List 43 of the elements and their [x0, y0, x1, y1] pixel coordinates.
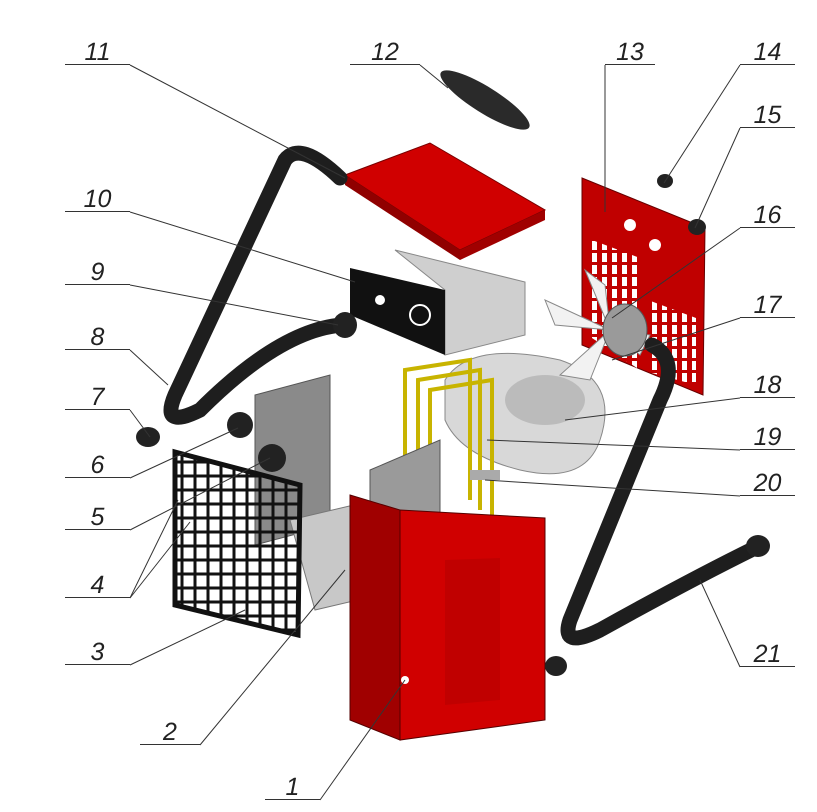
leader-line [130, 428, 238, 478]
callout-number: 3 [90, 639, 104, 665]
callout-number: 17 [754, 292, 782, 318]
leader-line [486, 440, 740, 450]
leader-line [420, 64, 448, 88]
leader-line [130, 610, 246, 666]
leader-line [612, 318, 740, 360]
leader-line [130, 212, 356, 282]
leader-line [200, 570, 346, 746]
callout-number: 15 [754, 102, 782, 128]
callout-number: 18 [754, 372, 782, 398]
leader-line [130, 500, 178, 598]
leader-line [612, 228, 740, 318]
leader-line [564, 398, 740, 420]
leader-line [700, 580, 740, 668]
callout-number: 19 [754, 424, 782, 450]
callout-number: 10 [84, 186, 112, 212]
leader-line [130, 410, 150, 438]
leader-line [320, 680, 406, 800]
callout-number: 6 [90, 452, 104, 478]
callout-number: 5 [90, 504, 104, 530]
leader-line [130, 284, 338, 326]
callout-number: 20 [754, 470, 782, 496]
leader-line [130, 64, 346, 178]
leader-line [604, 64, 606, 212]
callout-number: 7 [90, 384, 104, 410]
leader-line [694, 128, 740, 228]
callout-number: 4 [90, 572, 104, 598]
callout-number: 21 [754, 641, 782, 667]
callout-number: 11 [84, 39, 110, 65]
callout-number: 8 [90, 324, 104, 350]
callout-number: 14 [754, 39, 782, 65]
callout-number: 16 [754, 202, 782, 228]
callout-number: 13 [616, 39, 644, 65]
leader-line [664, 64, 740, 184]
leader-line [130, 522, 190, 598]
callout-number: 9 [90, 259, 104, 285]
leader-line [484, 480, 740, 496]
callout-number: 1 [286, 774, 300, 800]
leader-line [130, 350, 168, 386]
leader-line [130, 458, 270, 530]
callout-number: 2 [163, 719, 177, 745]
callout-number: 12 [371, 39, 399, 65]
